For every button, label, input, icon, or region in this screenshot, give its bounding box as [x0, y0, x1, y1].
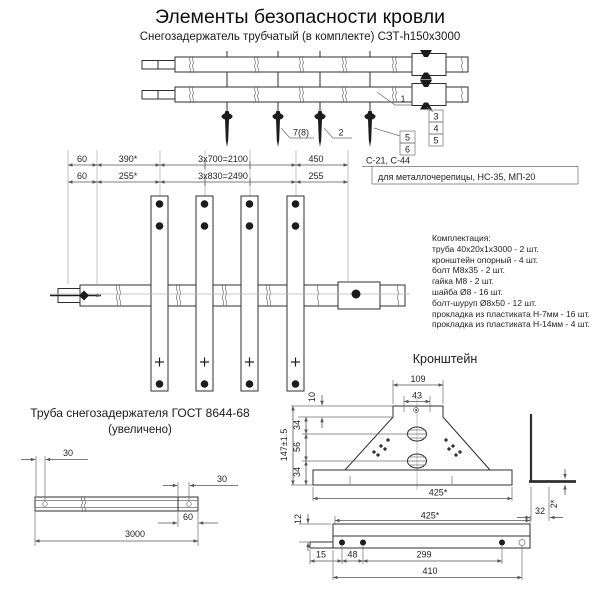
dim-410: 410 — [422, 566, 437, 576]
part-label-5: 5 — [433, 136, 438, 146]
parts-list-item: шайба Ø8 - 16 шт. — [432, 286, 503, 297]
parts-list-item: прокладка из пластиката Н-7мм - 16 шт. — [432, 308, 590, 319]
dimension-table: 60 390* 3x700=2100 450 60 255* 3x830=249… — [67, 150, 579, 284]
part-label-4: 4 — [433, 124, 438, 134]
dim-147: 147±1.5 — [279, 429, 289, 461]
slot-hole — [407, 426, 427, 442]
support-bracket — [150, 195, 169, 392]
dim-2: 2* — [549, 499, 559, 508]
coupler-bolt-icon — [420, 102, 432, 110]
dim-109: 109 — [410, 374, 425, 384]
mount-hole — [499, 539, 505, 546]
dim-row2-c2: 255* — [119, 171, 138, 181]
dim-43: 43 — [412, 391, 422, 401]
dim-row2-c4: 255 — [308, 171, 323, 181]
tube-hole — [42, 501, 48, 507]
dim-row1-c4: 450 — [308, 154, 323, 164]
dim-56: 56 — [292, 442, 302, 452]
dim-10: 10 — [307, 392, 317, 402]
dim-row2-c1: 60 — [77, 171, 87, 181]
parts-list-item: болт М8х35 - 2 шт. — [432, 265, 505, 276]
parts-list-heading: Комплектация: — [432, 233, 491, 243]
dim-34-top: 34 — [292, 420, 302, 430]
mount-hole — [518, 539, 526, 546]
roofing-screw — [364, 111, 376, 147]
dim-row1-c3: 3x700=2100 — [198, 154, 248, 164]
profile-note-row1: С-21, С-44 — [366, 156, 410, 166]
page-title: Элементы безопасности кровли — [154, 6, 446, 28]
middle-assembly-drawing — [50, 195, 410, 392]
parts-list-item: гайка М8 - 2 шт. — [432, 276, 494, 287]
dim-425-plan: 425* — [421, 511, 440, 521]
snow-guard-tube-2 — [141, 80, 469, 110]
tube-hole — [186, 501, 192, 507]
mount-hole — [339, 539, 345, 546]
dim-30-right: 30 — [217, 474, 227, 484]
dim-60: 60 — [183, 512, 193, 522]
parts-list: Комплектация: труба 40х20х1х3000 - 2 шт.… — [432, 233, 597, 330]
coupler-bolt-icon — [351, 289, 361, 299]
dim-row2-c3: 3x830=2490 — [198, 171, 248, 181]
mount-hole — [360, 539, 366, 546]
support-bracket — [286, 195, 305, 392]
part-label-3: 3 — [433, 112, 438, 122]
roofing-screw — [272, 111, 284, 147]
dim-34-bottom: 34 — [292, 467, 302, 477]
dim-48: 48 — [347, 550, 357, 560]
coupler-bolt-icon — [420, 80, 432, 87]
perforation-holes — [371, 437, 463, 458]
part-label-7-8: 7(8) — [293, 128, 309, 138]
tube-detail-view: 30 30 60 3000 — [21, 448, 238, 546]
parts-list-item: прокладка из пластиката Н-14мм - 4 шт. — [432, 319, 590, 330]
dim-row1-c1: 60 — [77, 154, 87, 164]
bracket-outline — [344, 405, 491, 471]
roofing-screw — [314, 111, 326, 147]
page-subtitle: Снегозадержатель трубчатый (в комплекте)… — [139, 31, 461, 43]
bracket-side-view: 2* 32 — [517, 414, 576, 521]
tube-coupler — [411, 53, 447, 76]
roofing-screw — [221, 111, 233, 147]
base-plate — [312, 469, 513, 486]
dim-425-front: 425* — [429, 488, 448, 498]
parts-list-item: труба 40х20х1х3000 - 2 шт. — [432, 243, 539, 254]
top-assembly-drawing: 1 3 4 5 7(8) 2 5 6 — [141, 50, 469, 156]
part-label-5b: 5 — [405, 133, 410, 143]
dim-row1-c2: 390* — [119, 154, 138, 164]
bracket-bottom-view: 425* 12 15 48 299 410 — [293, 511, 531, 580]
coupler-bolt-icon — [420, 72, 432, 80]
part-label-1: 1 — [400, 94, 405, 104]
dim-3000: 3000 — [125, 529, 145, 539]
profile-note-row2: для металлочерепицы, НС-35, МП-20 — [378, 172, 535, 182]
part-label-2: 2 — [338, 128, 343, 138]
coupler-bolt-icon — [420, 50, 432, 57]
dim-30-left: 30 — [63, 448, 73, 458]
support-bracket — [240, 195, 259, 392]
dim-299: 299 — [416, 550, 431, 560]
tube-view-subtitle: (увеличено) — [108, 424, 172, 436]
snow-guard-tube-1 — [141, 50, 469, 80]
tube-view-title: Труба снегозадержателя ГОСТ 8644-68 — [30, 406, 250, 420]
part-label-6: 6 — [405, 145, 410, 155]
parts-list-item: кронштейн опорный - 4 шт. — [432, 254, 539, 265]
bracket-front-view: 109 43 10 34 56 34 147±1.5 425* — [279, 374, 513, 501]
tube-coupler — [411, 83, 447, 106]
parts-list-item: болт-шуруп Ø8х50 - 12 шт. — [432, 297, 537, 308]
dim-12: 12 — [293, 514, 303, 524]
support-bracket — [195, 195, 214, 392]
dim-15: 15 — [316, 550, 326, 560]
bracket-view-title: Кронштейн — [412, 352, 478, 366]
dim-32: 32 — [535, 506, 545, 516]
slot-hole — [407, 453, 427, 469]
tube-outline — [34, 496, 199, 512]
